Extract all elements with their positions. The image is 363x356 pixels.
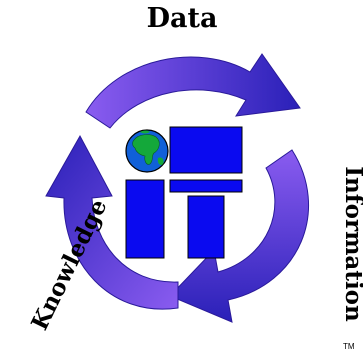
logo-left-block: [125, 179, 165, 259]
arrow-top: [85, 53, 301, 129]
arrow-left: [45, 134, 179, 310]
trademark-mark: TM: [343, 342, 355, 351]
logo-crossbar-block: [169, 179, 243, 193]
arrow-right: [169, 149, 309, 323]
logo-top-right-block: [169, 126, 243, 174]
label-data: Data: [147, 3, 218, 34]
it-logo: [125, 126, 243, 259]
logo-stem-block: [187, 195, 225, 259]
globe-icon: [125, 129, 169, 173]
label-information: Information: [340, 166, 363, 322]
